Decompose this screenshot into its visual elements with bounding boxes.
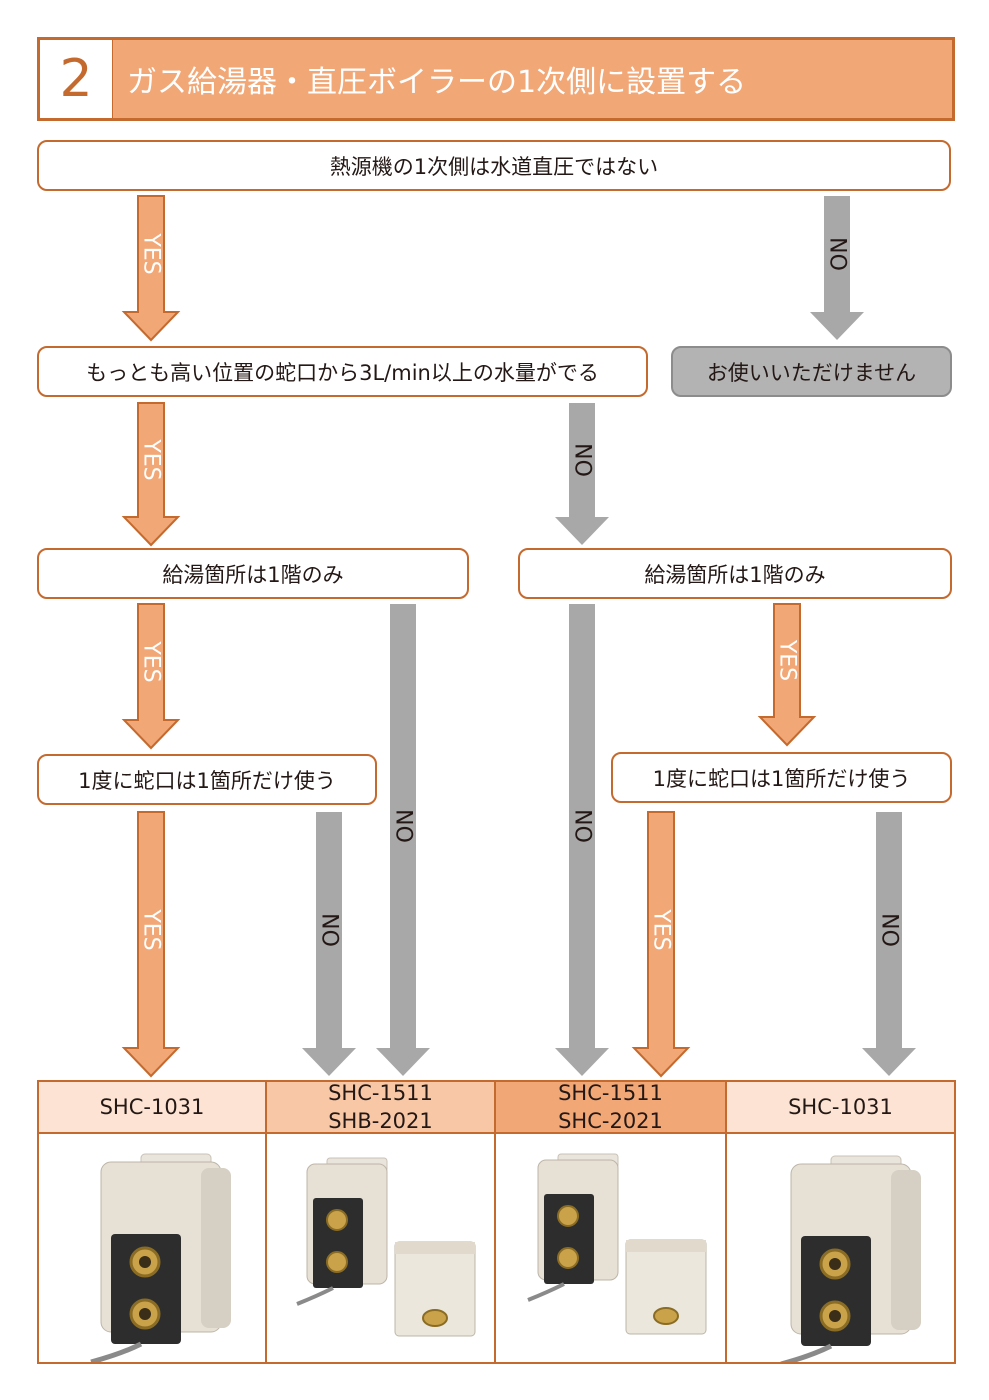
question-single-faucet-right: 1度に蛇口は1箇所だけ使う — [611, 752, 952, 803]
product-image-cell — [265, 1132, 496, 1364]
product-name: SHC-1031 — [788, 1095, 893, 1119]
product-name-cell: SHC-1031 — [725, 1080, 956, 1134]
yes-label: YES — [775, 639, 800, 681]
product-name: SHC-1511 — [558, 1081, 663, 1105]
arrow-q4l-yes — [121, 811, 181, 1078]
yes-label: YES — [139, 908, 164, 950]
yes-label: YES — [649, 908, 674, 950]
product-name-cell: SHC-1031 — [37, 1080, 267, 1134]
question-heat-source: 熱源機の1次側は水道直圧ではない — [37, 140, 951, 191]
product-image-cell — [725, 1132, 956, 1367]
section-number: 2 — [37, 37, 115, 121]
product-name-cell: SHC-1511 SHC-2021 — [494, 1080, 727, 1134]
result-unavailable: お使いいただけません — [671, 346, 952, 397]
arrow-q4r-no — [862, 812, 916, 1076]
no-label: NO — [570, 809, 595, 843]
yes-label: YES — [139, 232, 164, 274]
arrow-q3l-no — [376, 604, 430, 1076]
no-label: NO — [391, 809, 416, 843]
arrow-q4l-no — [302, 812, 356, 1076]
pump-single-image — [90, 1153, 231, 1365]
product-image-cell — [494, 1132, 727, 1364]
no-label: NO — [825, 237, 850, 271]
arrow-q2-no — [555, 403, 609, 545]
question-single-faucet-left: 1度に蛇口は1箇所だけ使う — [37, 754, 377, 805]
yes-label: YES — [139, 640, 164, 682]
arrow-q1-no — [810, 196, 864, 340]
question-first-floor-right: 給湯箇所は1階のみ — [518, 548, 952, 599]
pump-with-tank-image — [527, 1153, 707, 1335]
section-title: ガス給湯器・直圧ボイラーの1次側に設置する — [113, 37, 955, 121]
question-first-floor-left: 給湯箇所は1階のみ — [37, 548, 469, 599]
arrow-q3r-yes — [757, 603, 817, 747]
arrow-q3r-no — [555, 604, 609, 1076]
product-name: SHB-2021 — [328, 1109, 433, 1133]
pump-with-tank-image — [296, 1157, 476, 1337]
product-image-cell — [37, 1132, 267, 1365]
question-water-flow: もっとも高い位置の蛇口から3L/min以上の水量がでる — [37, 346, 648, 397]
arrow-q4r-yes — [631, 811, 691, 1078]
no-label: NO — [877, 913, 902, 947]
pump-single-image — [780, 1155, 921, 1367]
product-name: SHC-2021 — [558, 1109, 663, 1133]
no-label: NO — [317, 913, 342, 947]
arrow-q2-yes — [121, 402, 181, 547]
product-name: SHC-1511 — [328, 1081, 433, 1105]
arrow-q3l-yes — [121, 603, 181, 750]
product-name-cell: SHC-1511 SHB-2021 — [265, 1080, 496, 1134]
arrow-q1-yes — [121, 195, 181, 342]
no-label: NO — [570, 443, 595, 477]
product-name: SHC-1031 — [99, 1095, 205, 1119]
yes-label: YES — [139, 438, 164, 480]
